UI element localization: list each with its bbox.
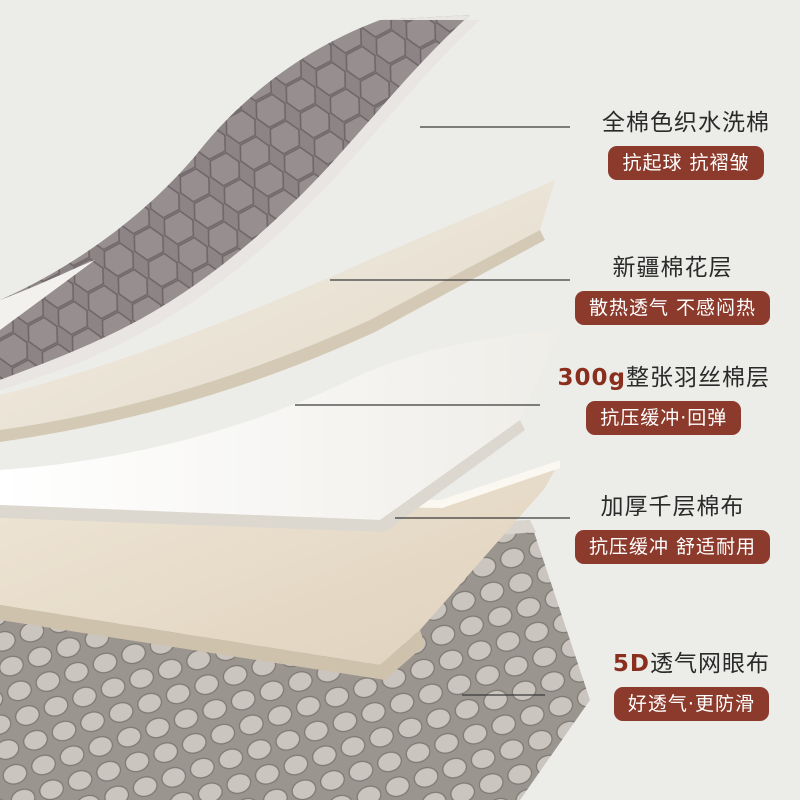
callout-layer-5: 5D透气网眼布 好透气·更防滑 [613, 649, 770, 721]
callout-layer-4: 加厚千层棉布 抗压缓冲 舒适耐用 [574, 492, 770, 564]
layer-2-title: 新疆棉花层 [612, 255, 733, 281]
layer-3-badge: 抗压缓冲·回弹 [586, 401, 742, 435]
layer-1-title: 全棉色织水洗棉 [602, 110, 770, 136]
layer-quilted-top [0, 15, 480, 390]
layer-5-title: 5D透气网眼布 [612, 651, 770, 677]
leader-lines [295, 126, 570, 696]
layer-4-title: 加厚千层棉布 [600, 494, 745, 520]
callout-layer-2: 新疆棉花层 散热透气 不感闷热 [574, 253, 770, 325]
layer-3-title: 300g整张羽丝棉层 [557, 365, 770, 391]
layer-2-badge: 散热透气 不感闷热 [574, 291, 770, 325]
layer-5-badge: 好透气·更防滑 [613, 687, 769, 721]
callout-layer-3: 300g整张羽丝棉层 抗压缓冲·回弹 [558, 363, 770, 435]
layer-4-badge: 抗压缓冲 舒适耐用 [574, 530, 770, 564]
layer-1-badge: 抗起球 抗褶皱 [608, 146, 764, 180]
layer-fiber-sheet [0, 330, 560, 532]
layer-cotton-batting [0, 180, 555, 442]
callout-layer-1: 全棉色织水洗棉 抗起球 抗褶皱 [602, 108, 770, 180]
